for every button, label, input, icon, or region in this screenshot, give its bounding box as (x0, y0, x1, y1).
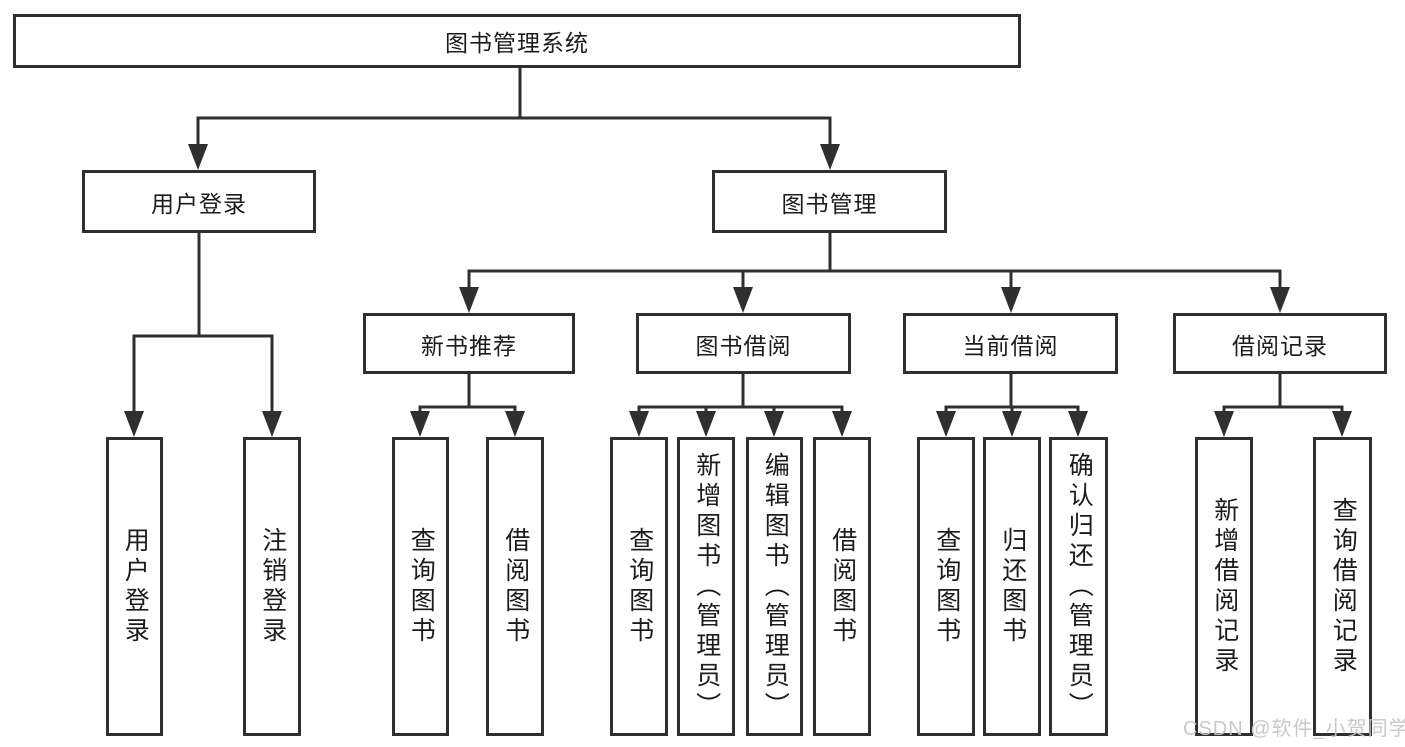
leaf-edit-books-admin: 编辑图书（管理员） (746, 437, 803, 736)
leaf-user-login: 用户登录 (106, 437, 163, 736)
leaf-recommend-borrow-books: 借阅图书 (486, 437, 544, 736)
leaf-confirm-return-admin: 确认归还（管理员） (1049, 437, 1108, 736)
node-borrow-records: 借阅记录 (1173, 313, 1387, 374)
node-user-login: 用户登录 (82, 170, 316, 233)
leaf-current-query-books: 查询图书 (917, 437, 975, 736)
node-book-borrow: 图书借阅 (636, 313, 851, 374)
node-new-book-recommend: 新书推荐 (363, 313, 575, 374)
leaf-add-books-admin: 新增图书（管理员） (677, 437, 735, 736)
leaf-borrow-query-books: 查询图书 (610, 437, 668, 736)
csdn-watermark: CSDN @软件_小贺同学 (1183, 718, 1405, 740)
leaf-return-books: 归还图书 (983, 437, 1041, 736)
leaf-query-borrow-record: 查询借阅记录 (1313, 437, 1372, 736)
leaf-borrow-books: 借阅图书 (813, 437, 871, 736)
leaf-add-borrow-record: 新增借阅记录 (1195, 437, 1253, 736)
node-current-borrow: 当前借阅 (903, 313, 1118, 374)
node-book-management: 图书管理 (712, 170, 947, 233)
node-root-library-system: 图书管理系统 (13, 14, 1021, 68)
leaf-logout: 注销登录 (243, 437, 301, 736)
leaf-recommend-query-books: 查询图书 (392, 437, 449, 736)
